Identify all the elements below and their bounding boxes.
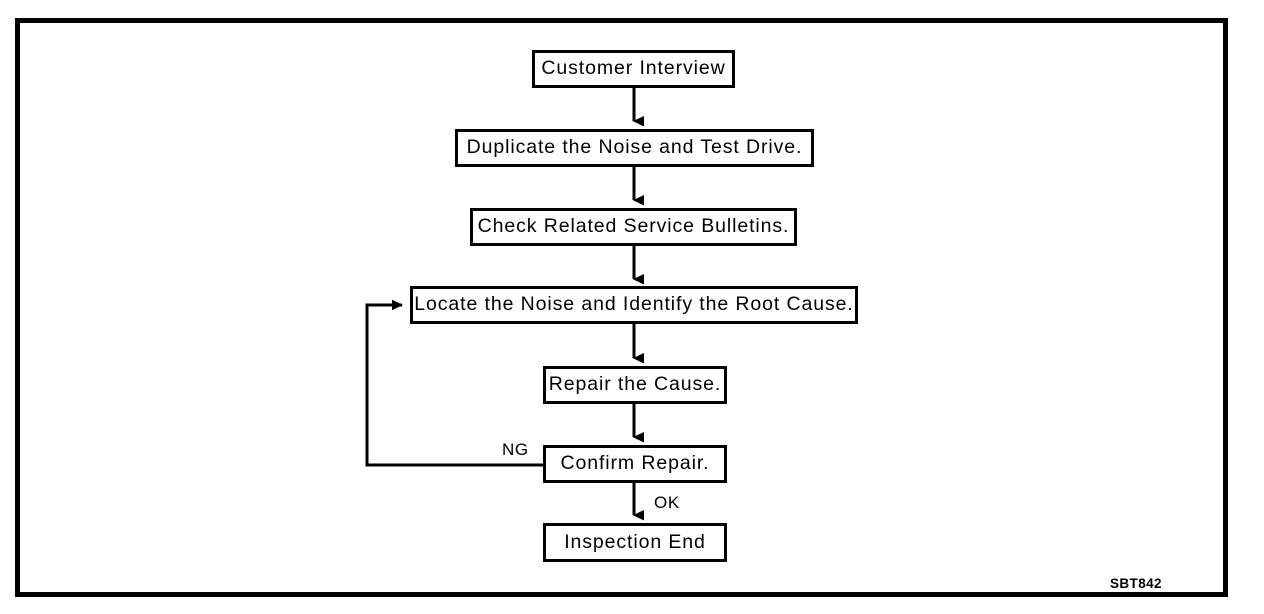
node-duplicate-noise[interactable]: Duplicate the Noise and Test Drive. — [455, 129, 814, 167]
node-label: Confirm Repair. — [560, 452, 710, 475]
node-label: Inspection End — [564, 530, 706, 553]
node-inspection-end[interactable]: Inspection End — [543, 523, 727, 562]
edge-label-ok: OK — [652, 493, 682, 512]
node-locate-noise[interactable]: Locate the Noise and Identify the Root C… — [410, 286, 858, 324]
node-label: Locate the Noise and Identify the Root C… — [414, 293, 854, 316]
figure-code: SBT842 — [1110, 576, 1162, 591]
node-check-bulletins[interactable]: Check Related Service Bulletins. — [470, 208, 797, 246]
edge-label-ng: NG — [500, 440, 531, 459]
node-label: Check Related Service Bulletins. — [477, 215, 790, 238]
node-customer-interview[interactable]: Customer Interview — [532, 50, 735, 88]
node-label: Repair the Cause. — [548, 373, 722, 396]
node-label: Customer Interview — [541, 57, 726, 80]
node-confirm-repair[interactable]: Confirm Repair. — [543, 445, 727, 483]
node-repair-cause[interactable]: Repair the Cause. — [543, 366, 727, 404]
connector-ng-feedback-loop — [365, 299, 543, 467]
node-label: Duplicate the Noise and Test Drive. — [466, 136, 803, 159]
